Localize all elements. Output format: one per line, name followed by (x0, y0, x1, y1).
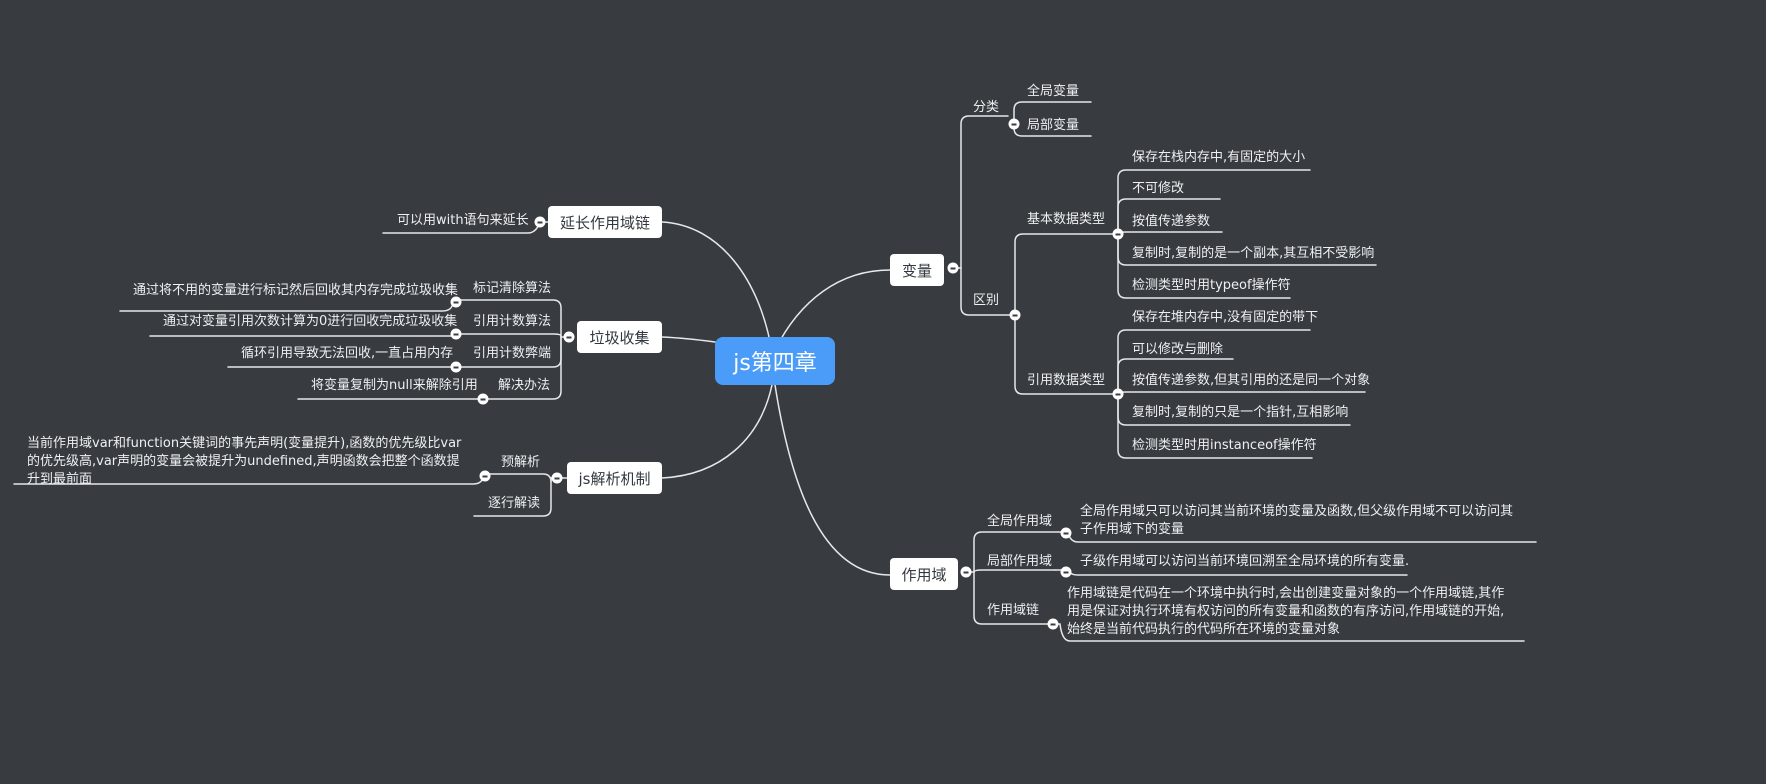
link-root-yanchang (661, 221, 773, 353)
collapse-toggle-jiben[interactable] (1112, 228, 1124, 240)
node-jiexi[interactable]: js解析机制 (567, 462, 662, 494)
topic-quanju-desc[interactable]: 全局作用域只可以访问其当前环境的变量及函数,但父级作用域不可以访问其子作用域下的… (1080, 504, 1514, 537)
topic-quanjubianliang[interactable]: 全局变量 (1027, 84, 1080, 99)
topic-jubu-desc[interactable]: 子级作用域可以访问当前环境回溯至全局环境的所有变量. (1080, 554, 1410, 569)
topic-jiben-1[interactable]: 保存在栈内存中,有固定的大小 (1132, 150, 1306, 165)
collapse-toggle-yinyongjishu[interactable] (450, 328, 462, 340)
topic-yinyong-1[interactable]: 保存在堆内存中,没有固定的带下 (1132, 310, 1319, 325)
node-label: 延长作用域链 (559, 213, 650, 232)
node-yanchang[interactable]: 延长作用域链 (548, 206, 662, 238)
collapse-toggle-jiejue[interactable] (477, 393, 489, 405)
topic-yinyongshuju[interactable]: 引用数据类型 (1027, 373, 1106, 388)
topic-quanjuzuoyongyu[interactable]: 全局作用域 (987, 514, 1053, 529)
topic-yinyongjishu-desc[interactable]: 通过对变量引用次数计算为0进行回收完成垃圾收集 (163, 314, 458, 329)
collapse-toggle-lian[interactable] (1047, 618, 1059, 630)
topic-with[interactable]: 可以用with语句来延长 (397, 213, 529, 228)
root-label: js第四章 (733, 351, 817, 376)
topic-yinyongjishu[interactable]: 引用计数算法 (473, 314, 552, 329)
collapse-toggle-jubu[interactable] (1060, 566, 1072, 578)
topic-jiejue-desc[interactable]: 将变量复制为null来解除引用 (311, 378, 478, 393)
topic-jibenshuju[interactable]: 基本数据类型 (1027, 212, 1106, 227)
collapse-toggle-zuoyongyu[interactable] (960, 566, 972, 578)
topic-yinyong-5[interactable]: 检测类型时用instanceof操作符 (1132, 438, 1317, 453)
topic-biaoji[interactable]: 标记清除算法 (473, 281, 552, 296)
link-root-bianliang (774, 269, 891, 351)
topic-fenlei[interactable]: 分类 (973, 100, 1000, 115)
collapse-toggle-laji[interactable] (563, 331, 575, 343)
collapse-toggle-yujiexi[interactable] (479, 470, 491, 482)
link-root-zuoyongyu (774, 384, 891, 576)
topic-bibian-desc[interactable]: 循环引用导致无法回收,一直占用内存 (241, 346, 454, 361)
link-root-laji (661, 336, 716, 343)
node-bianliang[interactable]: 变量 (890, 254, 944, 286)
node-zuoyongyu[interactable]: 作用域 (890, 558, 958, 590)
topic-yinyong-3[interactable]: 按值传递参数,但其引用的还是同一个对象 (1132, 373, 1371, 388)
node-label: 变量 (901, 261, 932, 280)
topic-bibian[interactable]: 引用计数弊端 (473, 346, 552, 361)
topic-jiejue[interactable]: 解决办法 (498, 378, 551, 393)
topic-jiben-3[interactable]: 按值传递参数 (1132, 214, 1211, 229)
link-root-jiexi (661, 384, 773, 479)
node-label: 垃圾收集 (589, 328, 650, 347)
topic-lian-desc[interactable]: 作用域链是代码在一个环境中执行时,会出创建变量对象的一个作用域链,其作用是保证对… (1067, 586, 1505, 637)
topic-yujiexi-desc[interactable]: 当前作用域var和function关键词的事先声明(变量提升),函数的优先级比v… (27, 436, 462, 487)
collapse-toggle-quanju[interactable] (1060, 527, 1072, 539)
topic-jiben-2[interactable]: 不可修改 (1132, 181, 1185, 196)
topic-jububianliang[interactable]: 局部变量 (1027, 118, 1080, 133)
topic-biaoji-desc[interactable]: 通过将不用的变量进行标记然后回收其内存完成垃圾收集 (133, 283, 459, 298)
topic-jubuzuoyongyu[interactable]: 局部作用域 (987, 554, 1053, 569)
collapse-toggle-bianliang[interactable] (947, 262, 959, 274)
topic-jiben-4[interactable]: 复制时,复制的是一个副本,其互相不受影响 (1132, 246, 1375, 261)
topic-yinyong-2[interactable]: 可以修改与删除 (1132, 342, 1224, 357)
topic-yujiexi[interactable]: 预解析 (501, 455, 541, 470)
topic-zhuhangjiedu[interactable]: 逐行解读 (488, 496, 541, 511)
collapse-toggle-yanchang[interactable] (534, 216, 546, 228)
collapse-toggle-yinyong[interactable] (1112, 388, 1124, 400)
topic-yinyong-4[interactable]: 复制时,复制的只是一个指针,互相影响 (1132, 405, 1349, 420)
node-label: js解析机制 (578, 469, 651, 488)
collapse-toggle-bibian[interactable] (450, 361, 462, 373)
topic-qubie[interactable]: 区别 (973, 293, 1000, 308)
topic-jiben-5[interactable]: 检测类型时用typeof操作符 (1132, 278, 1291, 293)
collapse-toggle-fenlei[interactable] (1008, 118, 1020, 130)
collapse-toggle-jiexi[interactable] (551, 472, 563, 484)
collapse-toggle-qubie[interactable] (1009, 309, 1021, 321)
collapse-toggle-biaoji[interactable] (450, 296, 462, 308)
root-node[interactable]: js第四章 (715, 337, 835, 385)
node-label: 作用域 (901, 565, 947, 584)
node-laji[interactable]: 垃圾收集 (577, 321, 662, 353)
topic-zuoyongyulian[interactable]: 作用域链 (987, 603, 1040, 618)
